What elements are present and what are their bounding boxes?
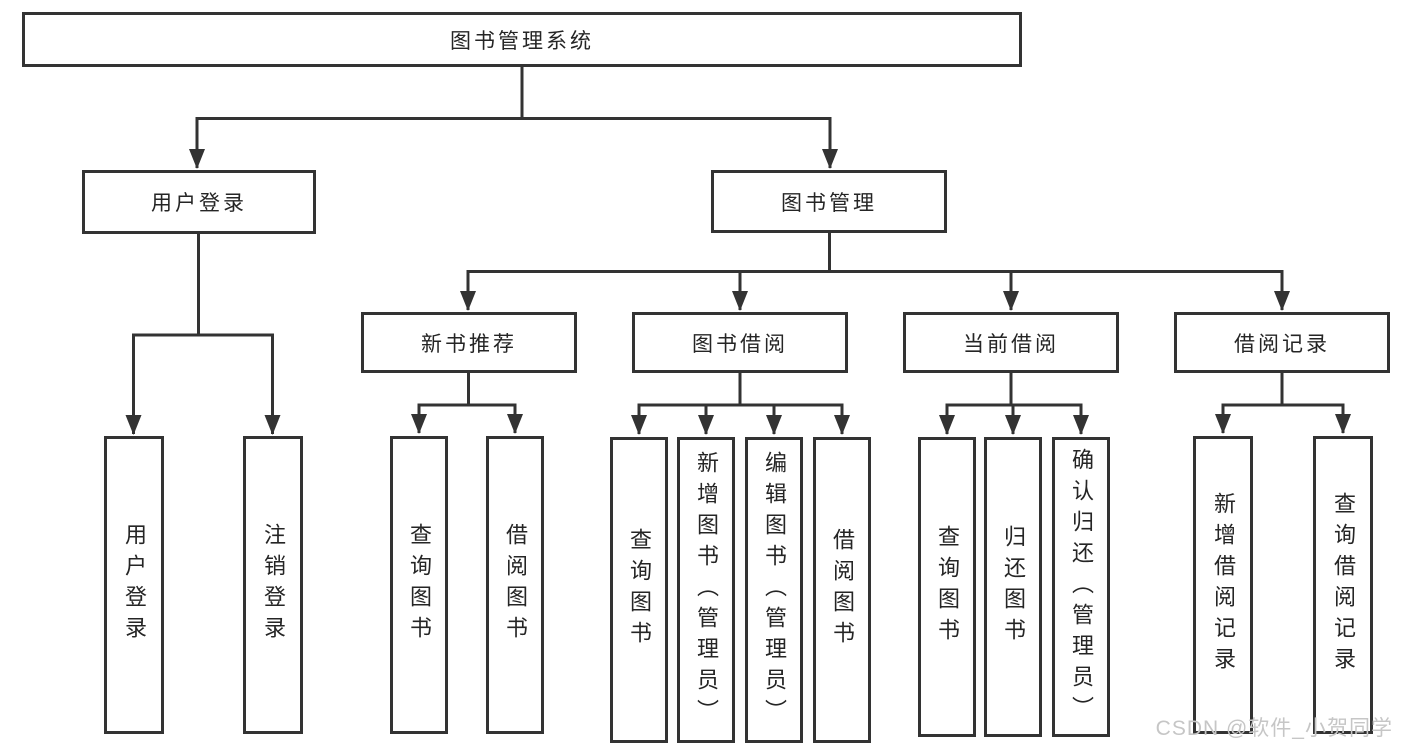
leaf-label: 查询借阅记录 [1331, 492, 1356, 678]
connector-current-borrow-to-leaves [939, 372, 1089, 435]
leaf-query-books-recommend: 查询图书 [390, 436, 448, 734]
leaf-query-books-current: 查询图书 [918, 437, 976, 737]
leaf-add-borrow-record: 新增借阅记录 [1193, 436, 1253, 734]
leaf-query-borrow-record: 查询借阅记录 [1313, 436, 1373, 734]
connector-borrow-records-to-leaves [1215, 372, 1351, 434]
leaf-borrow-books-recommend: 借阅图书 [486, 436, 544, 734]
leaf-label: 新增图书（管理员） [694, 450, 719, 730]
node-label: 图书管理 [781, 191, 877, 215]
leaf-label: 用户登录 [122, 523, 147, 647]
node-user-login: 用户登录 [82, 170, 316, 234]
connector-spine [637, 372, 844, 407]
node-borrow-records: 借阅记录 [1174, 312, 1390, 373]
node-new-book-recommend: 新书推荐 [361, 312, 577, 373]
leaf-borrow-books: 借阅图书 [813, 437, 871, 743]
leaf-label: 编辑图书（管理员） [762, 450, 787, 730]
node-root: 图书管理系统 [22, 12, 1022, 67]
connector-root-to-level2 [189, 65, 838, 169]
connector-spine [1221, 372, 1345, 407]
leaf-label: 新增借阅记录 [1211, 492, 1236, 678]
leaf-query-books-borrow: 查询图书 [610, 437, 668, 743]
node-label: 借阅记录 [1234, 332, 1330, 356]
leaf-label: 查询图书 [627, 528, 652, 652]
connector-new-book-recommend-to-leaves [411, 372, 523, 434]
leaf-label: 确认归还（管理员） [1069, 447, 1094, 727]
leaf-edit-book-admin: 编辑图书（管理员） [745, 437, 803, 743]
leaf-user-login: 用户登录 [104, 436, 164, 734]
connector-spine [417, 372, 517, 407]
leaf-return-book: 归还图书 [984, 437, 1042, 737]
leaf-label: 注销登录 [261, 523, 286, 647]
leaf-add-book-admin: 新增图书（管理员） [677, 437, 735, 743]
connector-book-borrow-to-leaves [631, 372, 850, 435]
leaf-label: 查询图书 [935, 525, 960, 649]
leaf-label: 查询图书 [407, 523, 432, 647]
node-label: 新书推荐 [421, 332, 517, 356]
node-label: 图书管理系统 [450, 29, 594, 53]
leaf-label: 借阅图书 [503, 523, 528, 647]
watermark: CSDN @软件_小贺同学 [1155, 717, 1393, 740]
connector-spine [466, 232, 1284, 273]
connector-book-management-to-level3 [460, 232, 1290, 311]
connector-user-login-to-leaves [125, 234, 281, 435]
node-book-borrow: 图书借阅 [632, 312, 848, 373]
node-label: 当前借阅 [963, 332, 1059, 356]
leaf-logout: 注销登录 [243, 436, 303, 734]
leaf-confirm-return-admin: 确认归还（管理员） [1052, 437, 1110, 737]
node-book-management: 图书管理 [711, 170, 947, 233]
leaf-label: 归还图书 [1001, 525, 1026, 649]
node-current-borrow: 当前借阅 [903, 312, 1119, 373]
connector-spine [195, 65, 832, 120]
connector-spine [132, 234, 274, 337]
node-label: 用户登录 [151, 192, 247, 215]
node-label: 图书借阅 [692, 332, 788, 356]
leaf-label: 借阅图书 [830, 528, 855, 652]
connector-spine [945, 372, 1083, 407]
